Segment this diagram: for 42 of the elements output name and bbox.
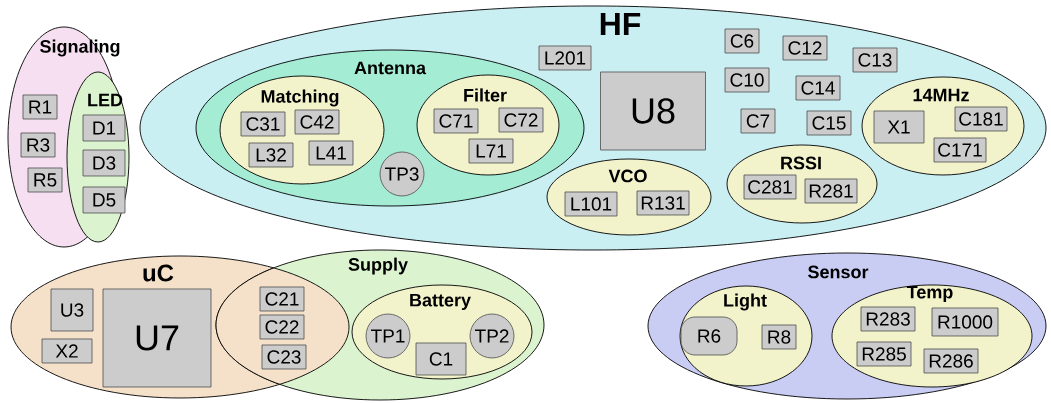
component-box: D3 <box>82 149 126 177</box>
component-box: U7 <box>102 288 212 388</box>
component-box: C21 <box>259 286 305 312</box>
component-box: L71 <box>468 138 514 164</box>
component-box: C181 <box>954 106 1008 132</box>
component-box: L201 <box>538 45 592 71</box>
component-box: C23 <box>261 344 307 370</box>
component-box: C71 <box>433 108 479 134</box>
component-box: L101 <box>564 191 618 217</box>
component-box: D5 <box>82 186 126 214</box>
component-box: C31 <box>240 111 286 137</box>
component-box: R285 <box>856 341 912 367</box>
component-box: R1000 <box>931 307 999 337</box>
component-box: R1 <box>22 94 58 120</box>
component-box: C42 <box>294 109 340 135</box>
component-box: R286 <box>923 348 979 374</box>
component-box: C7 <box>740 108 776 134</box>
component-box: C14 <box>795 75 841 101</box>
component-box: C22 <box>259 314 305 340</box>
component-box: R131 <box>636 190 690 216</box>
component-box: C171 <box>933 137 987 163</box>
component-box: C13 <box>852 47 898 73</box>
component-box: C10 <box>724 67 770 93</box>
component-box: R281 <box>804 178 858 204</box>
component-box: R6 <box>680 316 738 356</box>
component-box: L41 <box>308 140 354 166</box>
component-box: C12 <box>782 35 828 61</box>
component-box: C6 <box>724 28 760 54</box>
component-box: X1 <box>873 110 925 144</box>
component-box: R3 <box>20 132 56 158</box>
component-box: C72 <box>498 107 544 133</box>
component-box: L32 <box>248 142 294 168</box>
component-box: C15 <box>806 110 852 136</box>
component-box: R5 <box>27 167 63 193</box>
component-box: U3 <box>50 288 94 332</box>
component-box: D1 <box>82 114 126 142</box>
component-box: C281 <box>743 174 797 200</box>
component-box: R8 <box>761 324 797 350</box>
component-box: R283 <box>860 306 916 332</box>
component-box: C1 <box>415 342 467 376</box>
component-box: U8 <box>600 71 706 151</box>
component-box: X2 <box>41 338 93 364</box>
